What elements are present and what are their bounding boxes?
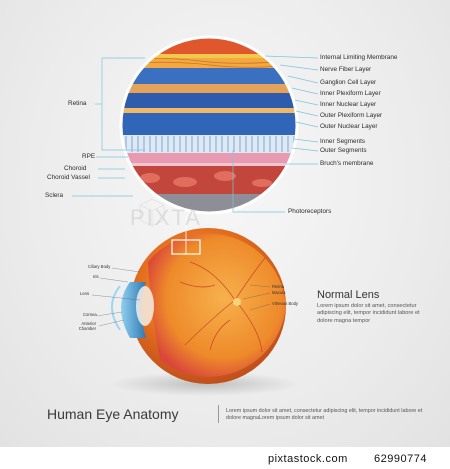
eye-leader-lines [91, 267, 271, 327]
footer-description: Lorem ipsum dolor sit amet, consectetur … [226, 408, 423, 422]
label-inner-plexiform-layer: Inner Plexiform Layer [320, 90, 381, 97]
cross-section-rim [119, 35, 299, 215]
right-leader-lines [232, 55, 319, 213]
layer-outer-plexiform [121, 108, 297, 113]
label-lens: Lens [80, 291, 90, 296]
label-choroid: Choroid [64, 165, 87, 172]
layer-internal-limiting-membrane [121, 54, 297, 58]
label-choroid-vassel: Choroid Vassel [47, 174, 90, 181]
retina-cross-section [121, 37, 297, 213]
label-macula: Macula [272, 290, 286, 295]
left-leader-lines [72, 57, 145, 197]
anatomy-artwork [72, 35, 319, 396]
title-divider [218, 405, 219, 423]
label-ganglion-cell-layer: Ganglion Cell Layer [320, 79, 377, 86]
layer-ganglion-cell [121, 68, 297, 84]
label-photoreceptors: Photoreceptors [288, 208, 332, 215]
layer-bruchs-membrane [121, 163, 297, 166]
layer-outer-nuclear [121, 113, 297, 135]
label-internal-limiting-membrane: Internal Limiting Membrane [320, 54, 398, 61]
label-cornea: Cornea [83, 312, 97, 317]
layer-top-cap [121, 37, 297, 56]
label-outer-nuclear-layer: Outer Nuclear Layer [320, 123, 378, 130]
label-anterior-chamber: Anterior Chamber [78, 321, 96, 331]
label-nerve-fiber-layer: Nerve Fiber Layer [320, 66, 372, 73]
label-outer-plexiform-layer: Outer Plexiform Layer [320, 112, 383, 119]
layer-inner-nuclear [121, 93, 297, 108]
label-outer-segments: Outer Segments [320, 147, 367, 154]
stock-image-id: 62990774 [374, 453, 427, 465]
label-bruchs-membrane: Bruch's membrane [320, 160, 374, 167]
label-vitreous-body: Vitreous Body [272, 301, 298, 306]
label-iris: Iris [93, 274, 99, 279]
watermark-text: PIXTA [130, 205, 202, 230]
label-sclera: Sclera [45, 192, 64, 199]
label-rpe: RPE [82, 153, 96, 160]
eyeball-shadow [110, 372, 300, 396]
eyeball-illustration [111, 228, 286, 384]
stock-footer-bar [0, 447, 450, 469]
stock-site-label: pixtastock.com [268, 453, 348, 465]
label-eye-retina: Retina [272, 284, 285, 289]
label-retina: Retina [68, 100, 87, 107]
layer-nerve-fiber [121, 58, 297, 68]
layer-rpe [121, 153, 297, 163]
layer-inner-plexiform [121, 84, 297, 93]
layer-inner-outer-segments [121, 135, 297, 153]
label-inner-segments: Inner Segments [320, 138, 366, 145]
watermark-logo [139, 198, 165, 227]
normal-lens-description: Lorem ipsum dolor sit amet, consectetur … [317, 303, 420, 324]
label-inner-nuclear-layer: Inner Nuclear Layer [320, 101, 377, 108]
normal-lens-title: Normal Lens [317, 289, 380, 301]
page-title: Human Eye Anatomy [47, 406, 179, 422]
label-ciliary-body: Ciliary Body [88, 264, 111, 269]
